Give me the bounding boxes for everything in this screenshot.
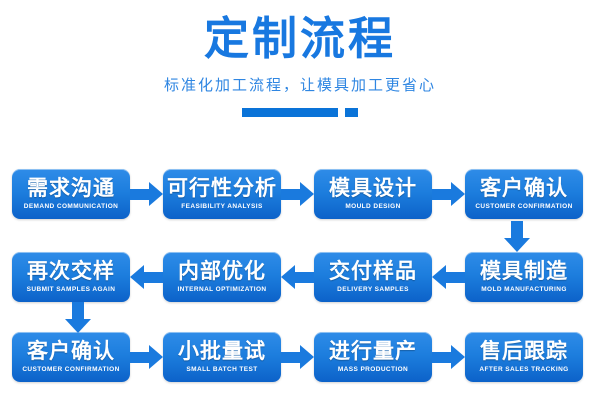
flow-node-small-batch-test[interactable]: 小批量试 SMALL BATCH TEST [163,332,281,382]
node-title-cn: 内部优化 [178,259,266,283]
arrow-right-icon [281,345,314,369]
arrow-head [300,345,314,369]
arrow-shaft [130,189,150,200]
flow-row-3: 客户确认 CUSTOMER CONFIRMATION 小批量试 SMALL BA… [0,331,600,383]
arrow-head [149,345,163,369]
arrow-head [300,182,314,206]
node-title-en: MOLD MANUFACTURING [481,286,567,293]
page-title: 定制流程 [203,12,396,65]
arrow-shaft [432,352,452,363]
arrow-shaft [281,352,301,363]
arrow-head [432,265,446,289]
flow-node-delivery-samples[interactable]: 交付样品 DELIVERY SAMPLES [314,252,432,302]
flow-node-customer-confirmation-1[interactable]: 客户确认 CUSTOMER CONFIRMATION [465,169,583,219]
flow-node-demand-communication[interactable]: 需求沟通 DEMAND COMMUNICATION [12,169,130,219]
flow-node-after-sales-tracking[interactable]: 售后跟踪 AFTER SALES TRACKING [465,332,583,382]
arrow-right-icon [432,182,465,206]
arrow-left-icon [432,265,465,289]
arrow-head [281,265,295,289]
arrow-shaft [281,189,301,200]
arrow-shaft [130,352,150,363]
arrow-shaft [432,189,452,200]
node-title-cn: 进行量产 [329,339,417,363]
node-title-cn: 售后跟踪 [480,339,568,363]
divider-dot [345,108,358,117]
arrow-right-icon [130,345,163,369]
node-title-cn: 再次交样 [27,259,115,283]
node-title-cn: 可行性分析 [167,176,277,200]
arrow-left-icon [281,265,314,289]
flow-node-feasibility-analysis[interactable]: 可行性分析 FEASIBILITY ANALYSIS [163,169,281,219]
flow-row-1: 需求沟通 DEMAND COMMUNICATION 可行性分析 FEASIBIL… [0,168,600,220]
node-title-en: MASS PRODUCTION [337,366,409,373]
node-title-en: SMALL BATCH TEST [186,366,258,373]
node-title-en: FEASIBILITY ANALYSIS [181,203,263,210]
arrow-right-icon [130,182,163,206]
arrow-right-icon [432,345,465,369]
flow-node-submit-samples-again[interactable]: 再次交样 SUBMIT SAMPLES AGAIN [12,252,130,302]
node-title-en: AFTER SALES TRACKING [479,366,569,373]
arrow-shaft [445,272,465,283]
node-title-cn: 模具制造 [480,259,568,283]
arrow-shaft [143,272,163,283]
flow-node-mass-production[interactable]: 进行量产 MASS PRODUCTION [314,332,432,382]
node-title-en: MOULD DESIGN [345,203,401,210]
node-title-cn: 模具设计 [329,176,417,200]
node-title-en: SUBMIT SAMPLES AGAIN [26,286,116,293]
node-title-en: DEMAND COMMUNICATION [23,203,119,210]
arrow-right-icon [281,182,314,206]
flow-node-internal-optimization[interactable]: 内部优化 INTERNAL OPTIMIZATION [163,252,281,302]
node-title-en: DELIVERY SAMPLES [337,286,409,293]
node-title-en: CUSTOMER CONFIRMATION [475,203,573,210]
node-title-cn: 小批量试 [178,339,266,363]
arrow-head [149,182,163,206]
arrow-shaft [72,302,84,320]
arrow-down-icon-row1-to-row2 [504,221,530,252]
page-subtitle: 标准化加工流程，让模具加工更省心 [163,76,436,94]
node-title-cn: 客户确认 [27,339,115,363]
node-title-cn: 需求沟通 [27,176,115,200]
arrow-head [504,238,530,252]
divider-bar [242,108,338,117]
arrow-head [451,345,465,369]
arrow-shaft [294,272,314,283]
arrow-head [65,319,91,333]
flow-node-mold-manufacturing[interactable]: 模具制造 MOLD MANUFACTURING [465,252,583,302]
arrow-head [130,265,144,289]
arrow-down-icon-row2-to-row3 [65,302,91,333]
arrow-head [451,182,465,206]
flow-row-2: 再次交样 SUBMIT SAMPLES AGAIN 内部优化 INTERNAL … [0,251,600,303]
node-title-en: INTERNAL OPTIMIZATION [177,286,267,293]
header: 定制流程 标准化加工流程，让模具加工更省心 [0,0,600,117]
header-divider [0,94,600,117]
arrow-left-icon [130,265,163,289]
node-title-cn: 客户确认 [480,176,568,200]
flow-node-customer-confirmation-2[interactable]: 客户确认 CUSTOMER CONFIRMATION [12,332,130,382]
node-title-en: CUSTOMER CONFIRMATION [22,366,120,373]
flow-node-mould-design[interactable]: 模具设计 MOULD DESIGN [314,169,432,219]
arrow-shaft [511,221,523,239]
node-title-cn: 交付样品 [329,259,417,283]
